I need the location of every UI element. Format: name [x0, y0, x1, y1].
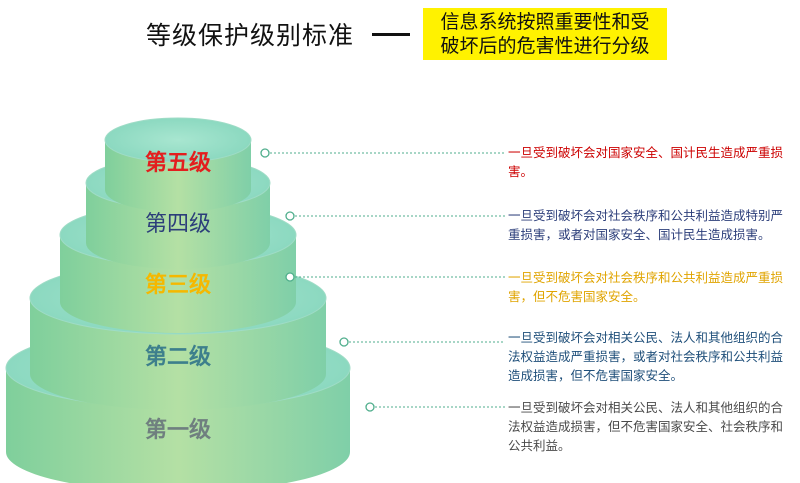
connector-dot — [365, 402, 375, 412]
level-label: 第四级 — [144, 212, 212, 237]
connector-dot — [339, 337, 349, 347]
level-label: 第一级 — [144, 417, 212, 443]
page-title: 等级保护级别标准 — [146, 21, 355, 50]
pyramid-tier-5 — [104, 117, 252, 212]
subtitle-line-1: 信息系统按照重要性和受 — [440, 11, 650, 33]
connector-dot — [285, 272, 295, 282]
level-label: 第三级 — [144, 272, 212, 298]
level-description: 一旦受到破坏会对相关公民、法人和其他组织的合法权益造成损害，但不危害国家安全、社… — [508, 400, 784, 453]
level-description: 一旦受到破坏会对社会秩序和公共利益造成特别严重损害，或者对国家安全、国计民生造成… — [508, 208, 784, 242]
level-description: 一旦受到破坏会对社会秩序和公共利益造成严重损害，但不危害国家安全。 — [508, 270, 784, 304]
subtitle-line-2: 破坏后的危害性进行分级 — [440, 35, 650, 57]
level-description: 一旦受到破坏会对相关公民、法人和其他组织的合法权益造成严重损害，或者对社会秩序和… — [508, 330, 784, 383]
title-dash-divider — [372, 33, 410, 36]
level-label: 第二级 — [144, 344, 212, 370]
connector-dot — [260, 148, 270, 158]
level-label: 第五级 — [144, 150, 212, 176]
tier-top — [104, 117, 252, 163]
page-subtitle: 信息系统按照重要性和受 破坏后的危害性进行分级 — [423, 8, 667, 60]
level-description: 一旦受到破坏会对国家安全、国计民生造成严重损害。 — [508, 145, 784, 179]
connector-dot — [285, 211, 295, 221]
